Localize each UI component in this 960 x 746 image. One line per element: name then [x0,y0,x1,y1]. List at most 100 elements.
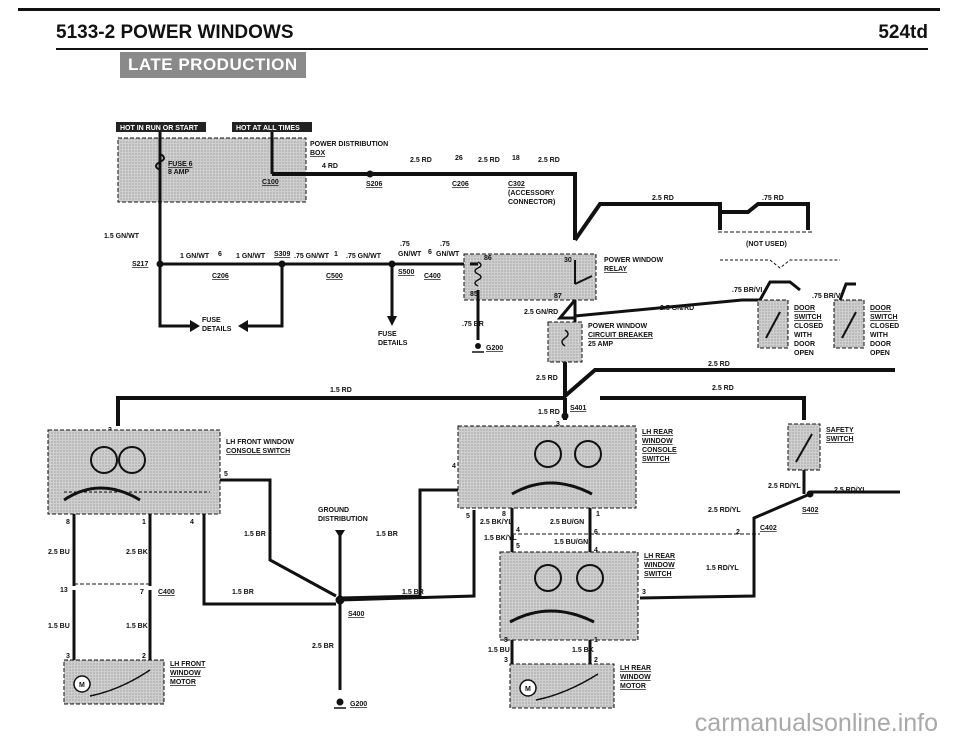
power-distribution-box: HOT IN RUN OR START HOT AT ALL TIMES FUS… [116,122,388,232]
pin-5-a: 5 [224,471,228,478]
cb-label-1: POWER WINDOW [588,323,647,330]
wire-25gnrd-a: 2.5 GN/RD [524,309,558,316]
c206-top-label: C206 [452,181,469,188]
not-used-label: (NOT USED) [746,241,787,248]
wire-25rd-b: 2.5 RD [478,157,500,164]
fuse-details-a-1: FUSE [202,317,221,324]
power-window-relay: 30 87 85 86 POWER WINDOW RELAY .75 BR G2… [462,253,663,353]
door1-label-c: CLOSED [794,323,823,330]
ground-icon-bottom [336,698,344,706]
pin-87: 87 [554,293,562,300]
lrcs-label-3: CONSOLE [642,447,677,454]
wire-75brvi-b: .75 BR/VI [812,293,842,300]
wire-25rd-g: 2.5 RD [712,385,734,392]
pin-30: 30 [564,257,572,264]
c206-mid-label: C206 [212,273,229,280]
s309-label: S309 [274,251,290,258]
wire-25rd-f: 2.5 RD [708,361,730,368]
pin-1-c: 1 [594,637,598,644]
s217-label: S217 [132,261,148,268]
g200-top-label: G200 [486,345,503,352]
page-title: 5133-2 POWER WINDOWS [56,22,294,43]
ground-distribution: GROUND DISTRIBUTION 1.5 BR 1.5 BR S400 2… [312,488,476,709]
door2-label-a: DOOR [870,305,891,312]
safety-label-1: SAFETY [826,427,854,434]
wire-15bkyl: 1.5 BK/YL [484,535,517,542]
c302-label: C302 [508,181,525,188]
pin-1: 1 [334,251,338,258]
pin-4-a: 4 [452,463,456,470]
wire-25rd-e: 2.5 RD [536,375,558,382]
lrcs-label-4: SWITCH [642,456,670,463]
pin-2-c: 2 [594,657,598,664]
pin-4-c: 4 [516,527,520,534]
lrm-label-2: WINDOW [620,674,651,681]
lrcs-label-2: WINDOW [642,438,673,445]
pin-4-d: 4 [594,547,598,554]
pin-5-c: 5 [516,543,520,550]
wire-15bk: 1.5 BK [126,623,148,630]
fuse-feed-wires: 1.5 GN/WT S217 1 GN/WT 6 1 GN/WT C206 S3… [104,232,470,347]
door1-label-d: WITH [794,332,812,339]
fuse-details-a-2: DETAILS [202,326,232,333]
relay-label-2: RELAY [604,266,627,273]
hot-run-start-tag [116,122,206,132]
pin-3-c: 3 [642,589,646,596]
wire-25bk: 2.5 BK [126,549,148,556]
lrcs-label-1: LH REAR [642,429,673,436]
wire-4rd: 4 RD [322,163,338,170]
motor-icon-rear [519,679,537,697]
pin-8-a: 8 [66,519,70,526]
door1-label-f: OPEN [794,350,814,357]
wire-25bugn: 2.5 BU/GN [550,519,584,526]
pin-3-e: 3 [504,657,508,664]
pin-85: 85 [470,291,478,298]
lh-front-window-motor: M 3 2 LH FRONT WINDOW MOTOR [63,653,206,705]
pin-6-a: 6 [218,251,222,258]
wire-15bu-b: 1.5 BU [488,647,510,654]
wire-75rd: .75 RD [762,195,784,202]
wire-15rd-a: 1.5 RD [330,387,352,394]
wire-75gnwt-a: .75 GN/WT [294,253,330,260]
pdb-label-1: POWER DISTRIBUTION [310,141,388,148]
door2-label-d: WITH [870,332,888,339]
wire-15bugn: 1.5 BU/GN [554,539,588,546]
top-feed-wires: 4 RD S206 2.5 RD 26 C206 2.5 RD 18 2.5 R… [272,155,812,248]
door1-label-a: DOOR [794,305,815,312]
wire-15gnwt: 1.5 GN/WT [104,233,140,240]
wire-15rdyl: 1.5 RD/YL [706,565,739,572]
wire-25rd-d: 2.5 RD [652,195,674,202]
door1-label-e: DOOR [794,341,815,348]
watermark: carmanualsonline.info [694,709,938,737]
motor-m-label-1: M [79,682,85,689]
wire-15rd-b: 1.5 RD [538,409,560,416]
title-rule [56,48,928,50]
lrws-label-3: SWITCH [644,571,672,578]
pin-4-b: 4 [190,519,194,526]
pin-3-d: 3 [66,653,70,660]
wire-15br-c: 1.5 BR [376,531,398,538]
wire-75-b: .75 [440,241,450,248]
c400-bot-label: C400 [158,589,175,596]
relay-label-1: POWER WINDOW [604,257,663,264]
front-window-wires: 5 4 8 1 4 2.5 BU 2.5 BK 13 7 C400 1.5 BU… [48,463,456,660]
subtitle-badge: LATE PRODUCTION [120,52,306,78]
accessory-label-1: (ACCESSORY [508,190,555,197]
cb-label-2: CIRCUIT BREAKER [588,332,653,339]
wire-15br-a: 1.5 BR [244,531,266,538]
wire-25br: 2.5 BR [312,643,334,650]
accessory-label-2: CONNECTOR) [508,199,555,206]
header-rule [18,8,940,11]
door2-label-c: CLOSED [870,323,899,330]
wire-25rdyl-c: 2.5 RD/YL [708,507,741,514]
pin-2-b: 2 [142,653,146,660]
c400-top-label: C400 [424,273,441,280]
lrws-label-2: WINDOW [644,562,675,569]
lfcs-label-1: LH FRONT WINDOW [226,439,294,446]
pin-3-b: 3 [556,421,560,428]
pin-1-a: 1 [142,519,146,526]
s402-label: S402 [802,507,818,514]
safety-label-2: SWITCH [826,436,854,443]
pin-1-b: 1 [596,511,600,518]
pin-2-a: 2 [736,529,740,536]
